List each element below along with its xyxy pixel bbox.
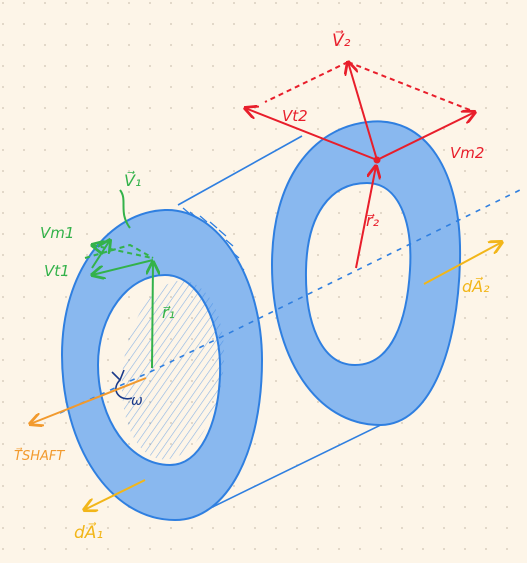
r2-vector (355, 166, 376, 269)
cylinder-outline (177, 135, 396, 519)
r1-label: r⃗₁ (162, 303, 175, 322)
area-vectors (84, 242, 502, 510)
r2-label: r⃗₂ (366, 211, 380, 230)
tshaft-vector (30, 377, 147, 424)
outlet-velocity-triangle (245, 62, 475, 269)
inlet-ring (60, 208, 264, 522)
da1-vector (84, 479, 146, 510)
vt2-vector (245, 108, 378, 161)
vm2-vector (376, 112, 475, 161)
v1-label: V⃗₁ (124, 170, 141, 190)
outlet-ring (270, 120, 462, 427)
vt1-vector (91, 240, 110, 269)
r1-vector (152, 262, 153, 369)
omega-label: ω (131, 393, 143, 409)
v1-vector (92, 259, 154, 275)
vm1-label: Vm1 (40, 224, 74, 242)
vt1-label: Vt1 (44, 262, 70, 280)
omega-rotation-arrow: ω (111, 369, 143, 409)
v2-label: V⃗₂ (332, 29, 351, 51)
outlet-point (373, 156, 381, 164)
vt2-label: Vt2 (282, 107, 308, 125)
vm2-label: Vm2 (450, 144, 484, 162)
inlet-velocity-triangle (84, 189, 154, 369)
shaft-axis (59, 189, 521, 414)
v2-vector (348, 62, 378, 161)
da2-vector (423, 242, 502, 285)
tshaft-label: T⃗SHAFT (14, 448, 65, 464)
da2-label: dA⃗₂ (462, 276, 490, 296)
inlet-inner-hatching (90, 270, 230, 470)
da1-label: dA⃗₁ (74, 521, 103, 543)
